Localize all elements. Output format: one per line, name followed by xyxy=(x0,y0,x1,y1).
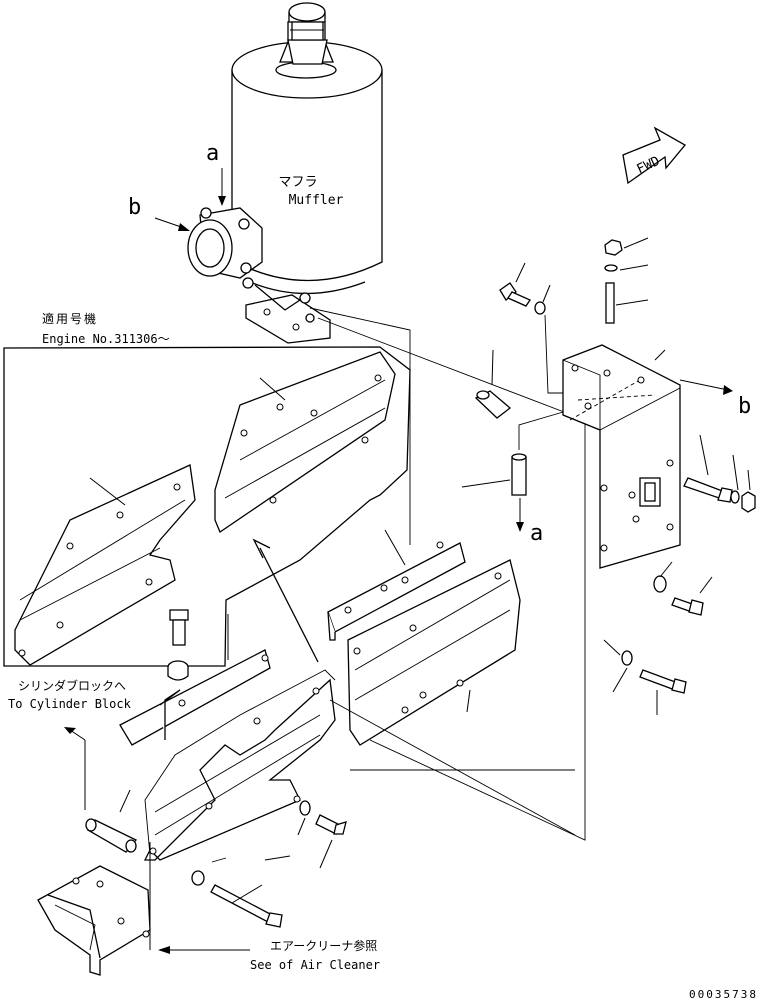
cylinder-block-label-en: To Cylinder Block xyxy=(8,697,132,711)
bolt-center xyxy=(169,609,189,646)
muffler-mounting-bracket xyxy=(562,344,681,569)
muffler-label-en: Muffler xyxy=(289,193,344,208)
bracket-small xyxy=(119,649,271,746)
washer-right xyxy=(730,490,740,504)
serial-label-jp: 適用号機 xyxy=(42,311,98,326)
arrow-b-icon xyxy=(178,223,190,231)
washer-lower-2 xyxy=(191,870,205,886)
air-cleaner-arrow-icon xyxy=(158,946,170,954)
long-bolt-lower-right xyxy=(639,669,687,694)
serial-range-outline xyxy=(3,346,411,667)
bolt-top-left xyxy=(499,282,531,307)
heat-shield-plate-upper xyxy=(214,351,396,533)
drawing-number: 00035738 xyxy=(689,988,758,1001)
bracket-long xyxy=(327,541,466,641)
air-cleaner-label-jp: エアークリーナ参照 xyxy=(270,938,377,953)
long-bolt-right xyxy=(683,477,733,503)
bolt-mid-right xyxy=(671,597,704,616)
nut-top-right xyxy=(604,239,623,256)
washer-top-right xyxy=(604,264,618,272)
heat-shield-plate-lower xyxy=(14,464,196,666)
long-bolt-lower xyxy=(210,884,283,928)
spacer-upper xyxy=(474,390,512,419)
nut-center xyxy=(167,660,189,681)
heat-shield-plate-center xyxy=(143,669,336,861)
cylinder-block-label-jp: シリンダブロックへ xyxy=(18,678,126,693)
nut-right xyxy=(741,491,756,513)
spacer-vertical xyxy=(511,453,527,496)
ref-b-label-right: b xyxy=(738,394,751,419)
washer-mid-right xyxy=(653,575,667,593)
washer-top-left xyxy=(534,301,546,315)
ref-a-label-top: a xyxy=(206,141,219,166)
bolt-lower-1 xyxy=(315,814,347,835)
fwd-arrow-icon: FWD xyxy=(622,126,686,185)
serial-label-en: Engine No.311306～ xyxy=(42,332,170,346)
arrow-a-icon xyxy=(218,196,226,206)
air-cleaner-label-en: See of Air Cleaner xyxy=(250,958,380,972)
spacer-pipe xyxy=(85,818,138,853)
arrow-b-right-icon xyxy=(723,385,733,395)
washer-lower-1 xyxy=(299,800,311,816)
cylinder-block-arrow-icon xyxy=(64,727,76,734)
ref-a-label-bottom: a xyxy=(530,521,543,546)
muffler-label-jp: マフラ xyxy=(278,175,317,190)
stud-bolt xyxy=(605,282,615,324)
heat-shield-plate-right xyxy=(347,559,521,746)
upward-arrow-icon xyxy=(252,538,319,663)
air-cleaner-bracket xyxy=(37,865,151,976)
washer-lower-right xyxy=(621,650,633,666)
muffler xyxy=(187,2,383,344)
ref-b-label-left: b xyxy=(128,195,141,220)
arrow-a-down-icon xyxy=(516,522,524,532)
